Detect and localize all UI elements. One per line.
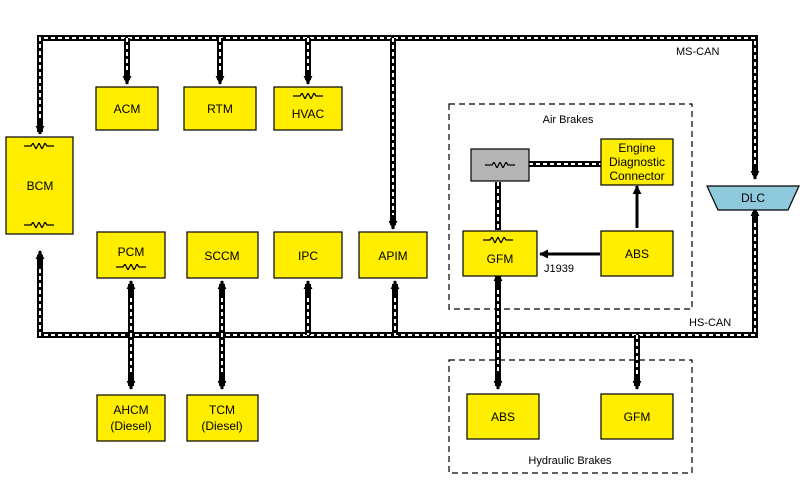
svg-text:Engine: Engine: [618, 141, 656, 155]
svg-text:IPC: IPC: [298, 249, 318, 263]
module-apim[interactable]: APIM: [358, 231, 428, 279]
svg-text:TCM: TCM: [209, 403, 235, 417]
gateway-module[interactable]: [470, 148, 530, 182]
svg-text:HVAC: HVAC: [292, 107, 325, 121]
svg-text:APIM: APIM: [378, 249, 407, 263]
air-brakes-label: Air Brakes: [543, 114, 594, 126]
j1939-label: J1939: [544, 263, 574, 275]
svg-text:SCCM: SCCM: [204, 249, 239, 263]
module-ahcm[interactable]: AHCM (Diesel): [96, 394, 166, 442]
module-engine-diagnostic-connector[interactable]: Engine Diagnostic Connector: [600, 138, 674, 186]
svg-text:Diagnostic: Diagnostic: [609, 155, 665, 169]
module-gfm-hydraulic[interactable]: GFM: [600, 393, 674, 440]
module-hvac[interactable]: HVAC: [273, 86, 343, 131]
svg-text:RTM: RTM: [207, 102, 233, 116]
svg-text:DLC: DLC: [741, 191, 765, 205]
module-bcm[interactable]: BCM: [5, 136, 74, 235]
module-pcm[interactable]: PCM: [96, 231, 166, 279]
air-brakes-group: [448, 103, 693, 310]
svg-text:(Diesel): (Diesel): [201, 419, 242, 433]
module-abs-air[interactable]: ABS: [600, 230, 674, 277]
module-acm[interactable]: ACM: [95, 86, 159, 131]
module-tcm[interactable]: TCM (Diesel): [186, 394, 259, 442]
hydraulic-brakes-label: Hydraulic Brakes: [528, 455, 612, 467]
svg-text:GFM: GFM: [487, 252, 514, 266]
hydraulic-brakes-group: [448, 359, 693, 474]
svg-text:PCM: PCM: [118, 245, 145, 259]
svg-text:AHCM: AHCM: [113, 403, 148, 417]
hs-can-label: HS-CAN: [689, 317, 731, 329]
ms-can-label: MS-CAN: [676, 46, 719, 58]
svg-text:ABS: ABS: [491, 410, 515, 424]
svg-text:ABS: ABS: [625, 247, 649, 261]
svg-text:BCM: BCM: [27, 179, 54, 193]
svg-text:Connector: Connector: [609, 169, 664, 183]
module-rtm[interactable]: RTM: [183, 86, 257, 131]
svg-text:(Diesel): (Diesel): [110, 419, 151, 433]
module-ipc[interactable]: IPC: [273, 231, 343, 279]
module-abs-hydraulic[interactable]: ABS: [466, 393, 540, 440]
dlc-connector[interactable]: DLC: [706, 185, 800, 211]
svg-text:ACM: ACM: [114, 102, 141, 116]
module-sccm[interactable]: SCCM: [186, 231, 259, 279]
arrows: [35, 70, 760, 390]
svg-text:GFM: GFM: [624, 410, 651, 424]
module-gfm-air[interactable]: GFM: [462, 230, 538, 277]
